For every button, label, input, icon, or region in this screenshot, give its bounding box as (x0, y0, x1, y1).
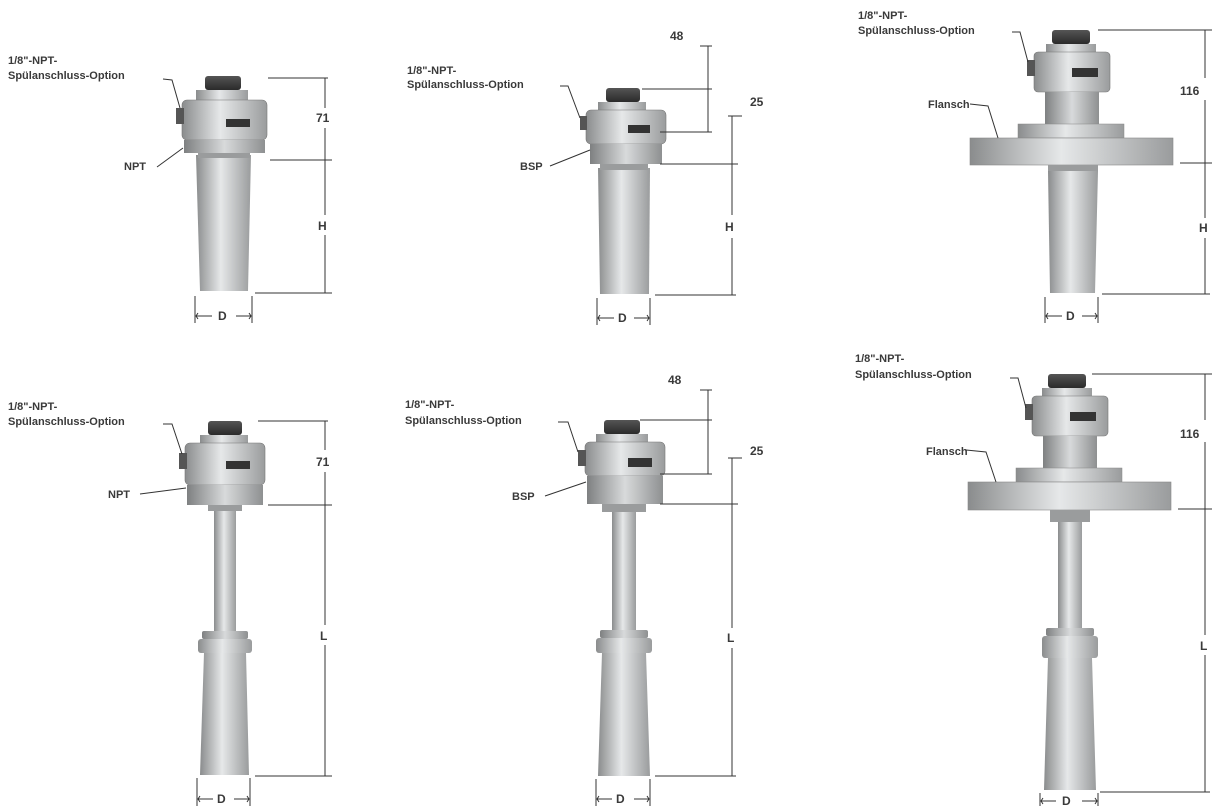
dim-d: D (616, 792, 625, 806)
dim-48: 48 (668, 373, 682, 387)
dim-d: D (218, 309, 227, 323)
svg-text:Spülanschluss-Option: Spülanschluss-Option (8, 70, 125, 82)
label-flange: Flansch (928, 99, 970, 111)
dim-h: H (318, 219, 327, 233)
svg-text:1/8"-NPT-: 1/8"-NPT- (8, 55, 58, 67)
device-npt-horn-extension: 1/8"-NPT- Spülanschluss-Option NPT 71 L … (8, 401, 332, 806)
label-purge-option: 1/8"-NPT- Spülanschluss-Option (8, 401, 125, 428)
dim-116: 116 (1180, 84, 1200, 98)
svg-text:Spülanschluss-Option: Spülanschluss-Option (8, 416, 125, 428)
device-bsp-horn-extension: 1/8"-NPT- Spülanschluss-Option BSP 48 25… (405, 373, 764, 806)
dim-d: D (1062, 794, 1071, 806)
dim-d: D (618, 311, 627, 325)
svg-text:Spülanschluss-Option: Spülanschluss-Option (858, 25, 975, 37)
svg-text:1/8"-NPT-: 1/8"-NPT- (855, 353, 905, 365)
svg-text:Spülanschluss-Option: Spülanschluss-Option (407, 79, 524, 91)
dim-48: 48 (670, 29, 684, 43)
dim-d: D (1066, 309, 1075, 323)
dim-71: 71 (316, 111, 330, 125)
label-purge-option: 1/8"-NPT- Spülanschluss-Option (405, 399, 522, 427)
label-purge-option: 1/8"-NPT- Spülanschluss-Option (855, 353, 972, 381)
label-bsp: BSP (520, 161, 543, 173)
dim-25: 25 (750, 95, 764, 109)
label-npt: NPT (108, 489, 130, 501)
dim-71: 71 (316, 455, 330, 469)
svg-text:1/8"-NPT-: 1/8"-NPT- (405, 399, 455, 411)
label-purge-option: 1/8"-NPT- Spülanschluss-Option (858, 10, 975, 37)
dim-l: L (1200, 639, 1207, 653)
device-npt-horn: 1/8"-NPT- Spülanschluss-Option NPT 71 H … (8, 55, 332, 323)
dim-l: L (320, 629, 327, 643)
svg-text:1/8"-NPT-: 1/8"-NPT- (8, 401, 58, 413)
label-flange: Flansch (926, 446, 968, 458)
svg-text:1/8"-NPT-: 1/8"-NPT- (858, 10, 908, 22)
svg-text:Spülanschluss-Option: Spülanschluss-Option (855, 369, 972, 381)
label-bsp: BSP (512, 491, 535, 503)
svg-text:Spülanschluss-Option: Spülanschluss-Option (405, 415, 522, 427)
label-purge-option: 1/8"-NPT- Spülanschluss-Option (8, 55, 125, 82)
dim-116: 116 (1180, 427, 1200, 441)
dim-h: H (1199, 221, 1208, 235)
device-flange-horn-extension: 1/8"-NPT- Spülanschluss-Option Flansch 1… (855, 353, 1212, 806)
svg-text:1/8"-NPT-: 1/8"-NPT- (407, 65, 457, 77)
label-npt: NPT (124, 161, 146, 173)
label-purge-option: 1/8"-NPT- Spülanschluss-Option (407, 65, 524, 91)
device-flange-horn: 1/8"-NPT- Spülanschluss-Option Flansch 1… (858, 10, 1212, 323)
dim-l: L (727, 631, 734, 645)
device-bsp-horn: 1/8"-NPT- Spülanschluss-Option BSP 48 25… (407, 29, 764, 325)
dim-d: D (217, 792, 226, 806)
dim-25: 25 (750, 444, 764, 458)
dim-h: H (725, 220, 734, 234)
